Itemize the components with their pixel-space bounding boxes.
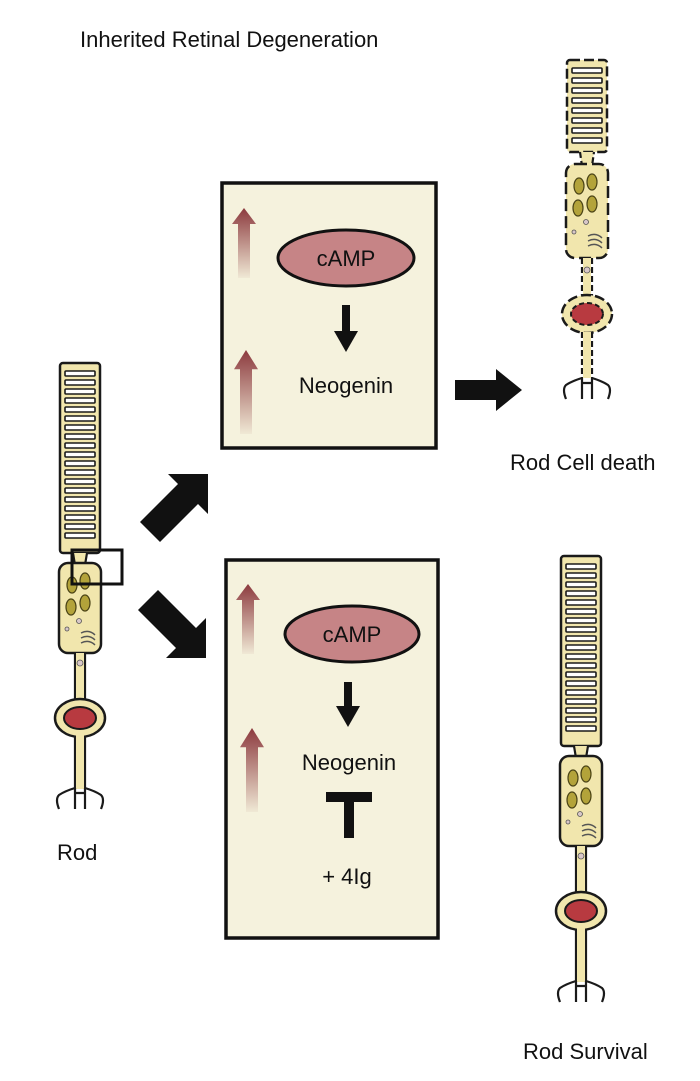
- bottom-panel: cAMP Neogenin + 4Ig: [224, 558, 440, 940]
- diagram-title: Inherited Retinal Degeneration: [80, 27, 378, 52]
- neogenin-label: Neogenin: [302, 750, 396, 775]
- surviving-rod-cell: [554, 554, 608, 1004]
- cAMP-ellipse: [283, 604, 421, 664]
- treatment-label: + 4Ig: [322, 864, 372, 889]
- survival-label: Rod Survival: [523, 1039, 648, 1064]
- down-arrow-icon: [336, 682, 360, 727]
- arrow-to-top-panel: [140, 474, 208, 542]
- top-panel: cAMP Neogenin: [220, 181, 438, 450]
- cell-death-label: Rod Cell death: [510, 450, 656, 475]
- arrow-to-cell-death: [455, 369, 522, 411]
- down-arrow-icon: [334, 305, 358, 352]
- rod-label: Rod: [57, 840, 97, 865]
- dying-rod-cell: [560, 58, 614, 401]
- cAMP-ellipse: [276, 228, 416, 288]
- camp-label: cAMP: [323, 622, 382, 647]
- zoom-indicator-box: [70, 548, 124, 586]
- rod-cell-left: [53, 361, 107, 811]
- camp-label: cAMP: [317, 246, 376, 271]
- arrow-to-bottom-panel: [138, 590, 206, 658]
- inhibition-icon: [326, 792, 372, 838]
- neogenin-label: Neogenin: [299, 373, 393, 398]
